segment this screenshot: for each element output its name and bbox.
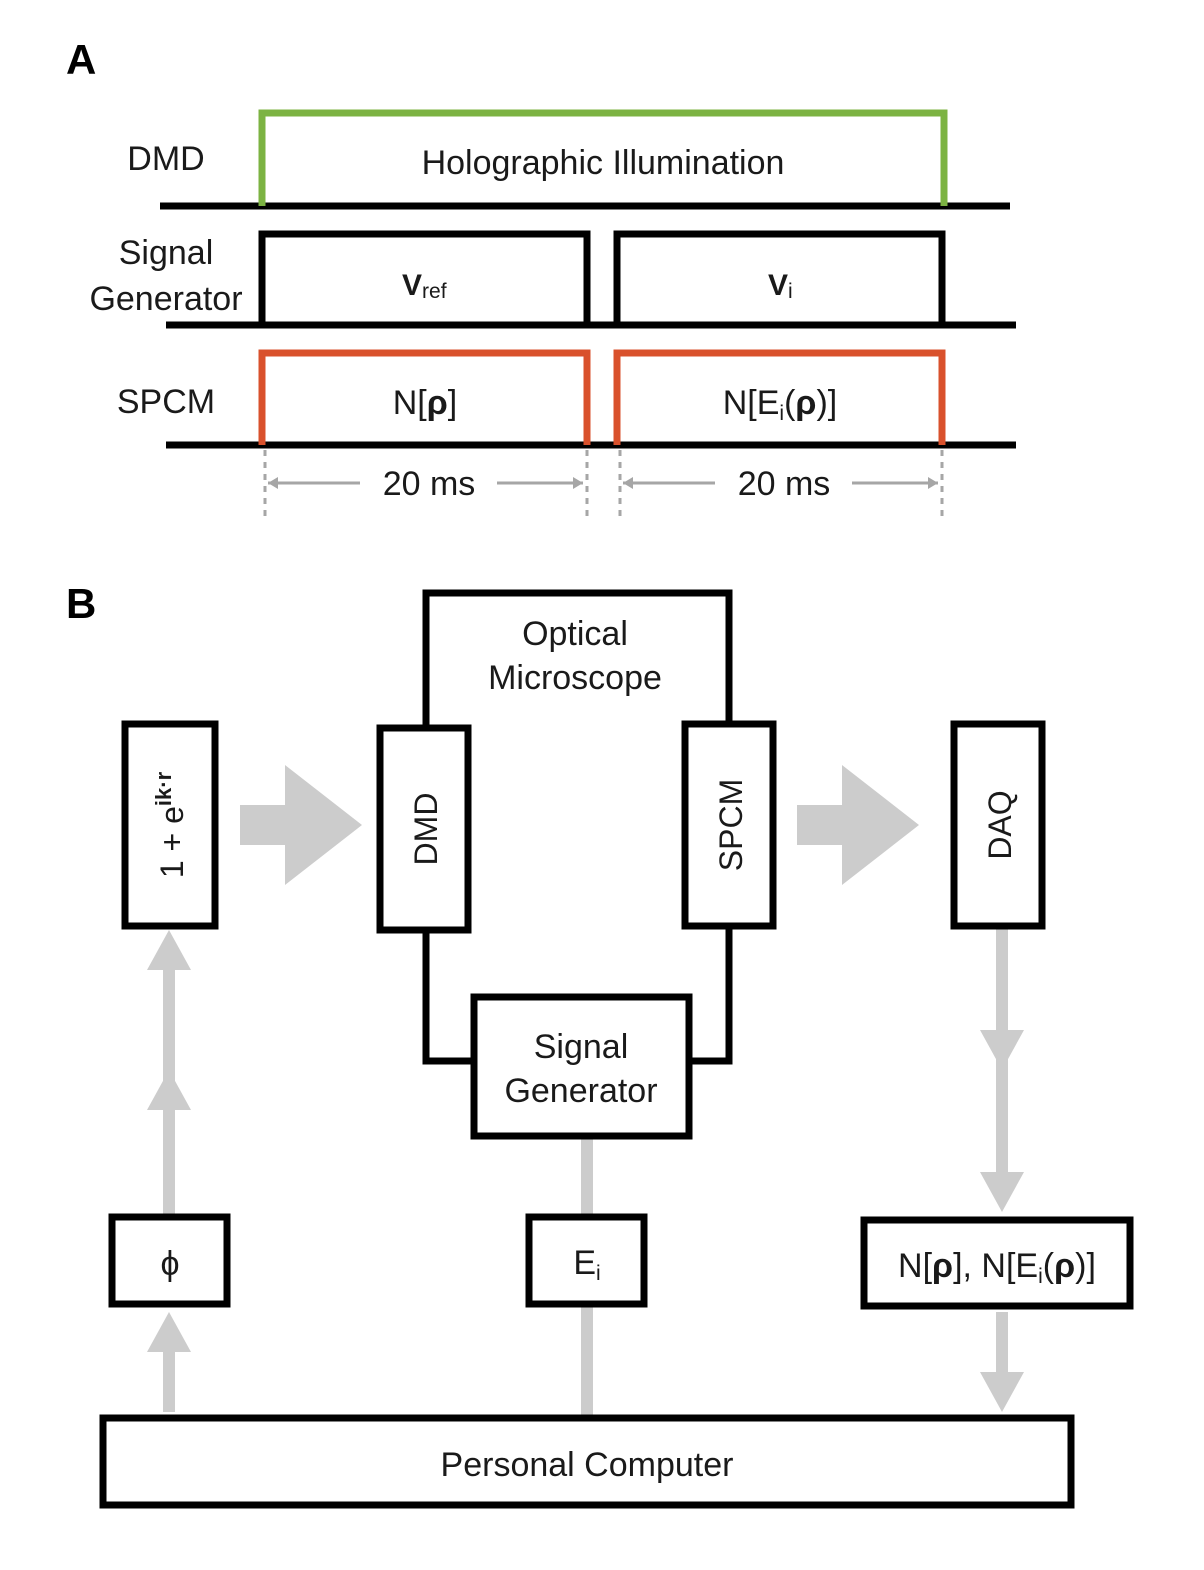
daq-label: DAQ [982, 790, 1018, 859]
duration-label-2: 20 ms [738, 465, 831, 503]
n-rho-label: N[ρ] [393, 384, 458, 422]
n-ei-label: N[Ei(ρ)] [723, 384, 838, 425]
pattern-label: 1 + eik·r [151, 771, 190, 878]
optical-microscope-label-2: Microscope [488, 659, 662, 697]
computer-label: Personal Computer [441, 1446, 734, 1484]
arrow-pattern-to-dmd [240, 765, 362, 885]
illumination-label: Holographic Illumination [422, 144, 785, 182]
ei-box [525, 1213, 648, 1308]
arrow-shaft [163, 1350, 175, 1412]
spcm-label: SPCM [713, 779, 749, 871]
illumination-pulse [258, 109, 948, 206]
phi-box [108, 1213, 231, 1308]
arrow-spcm-to-daq [797, 765, 919, 885]
row-label-spcm: SPCM [117, 383, 215, 421]
vi-label: Vi [768, 269, 793, 303]
arrow-head-up [147, 1312, 191, 1352]
pattern-box [121, 720, 219, 930]
row-label-dmd: DMD [127, 140, 204, 178]
spcm-box [681, 720, 777, 930]
counts-box [860, 1216, 1134, 1310]
panel-label-a: A [66, 36, 96, 83]
daq-box [950, 720, 1046, 930]
counts-label: N[ρ], N[Ei(ρ)] [898, 1247, 1096, 1288]
line-signal-to-ei [581, 1137, 593, 1215]
vref-pulse [258, 230, 591, 325]
ei-label: Ei [573, 1244, 600, 1285]
phi-label: ϕ [160, 1245, 179, 1283]
arrow-head-up [147, 1070, 191, 1110]
arrowhead [928, 477, 938, 489]
vi-pulse [613, 230, 946, 325]
panel-b: B Optical Mi [66, 580, 1134, 1509]
n-rho-pulse [258, 349, 591, 445]
boxes [99, 720, 1134, 1509]
optical-microscope-label-1: Optical [522, 615, 628, 653]
computer-box [99, 1414, 1075, 1509]
dmd-to-signal-wire [422, 929, 474, 1065]
flow-arrows [147, 765, 1024, 1416]
vref-label: Vref [402, 269, 447, 303]
arrowhead [268, 477, 278, 489]
arrow-head-down [980, 1172, 1024, 1212]
arrow-head-down [980, 1030, 1024, 1070]
timing-markers [263, 450, 944, 517]
dmd-box [376, 724, 472, 934]
signal-generator-label-1: Signal [534, 1028, 629, 1066]
optical-microscope-outline [422, 589, 733, 725]
spcm-to-signal-wire [689, 929, 733, 1065]
panel-label-b: B [66, 580, 96, 627]
arrowhead [623, 477, 633, 489]
panel-a: A DMD Signal Generator SPCM Holographic … [66, 36, 1016, 517]
dmd-label: DMD [408, 793, 444, 866]
signal-generator-label-2: Generator [504, 1072, 657, 1110]
row-label-generator: Generator [89, 280, 242, 318]
arrow-head-down [980, 1372, 1024, 1412]
connectors [422, 589, 733, 1065]
timing-arrowheads [268, 477, 938, 489]
arrowhead [573, 477, 583, 489]
n-ei-pulse [613, 349, 946, 445]
line-ei-to-computer [581, 1306, 593, 1416]
signal-generator-box [470, 993, 693, 1140]
arrow-shaft [996, 1312, 1008, 1376]
row-label-signal: Signal [119, 234, 214, 272]
duration-label-1: 20 ms [383, 465, 476, 503]
arrow-head-up [147, 930, 191, 970]
